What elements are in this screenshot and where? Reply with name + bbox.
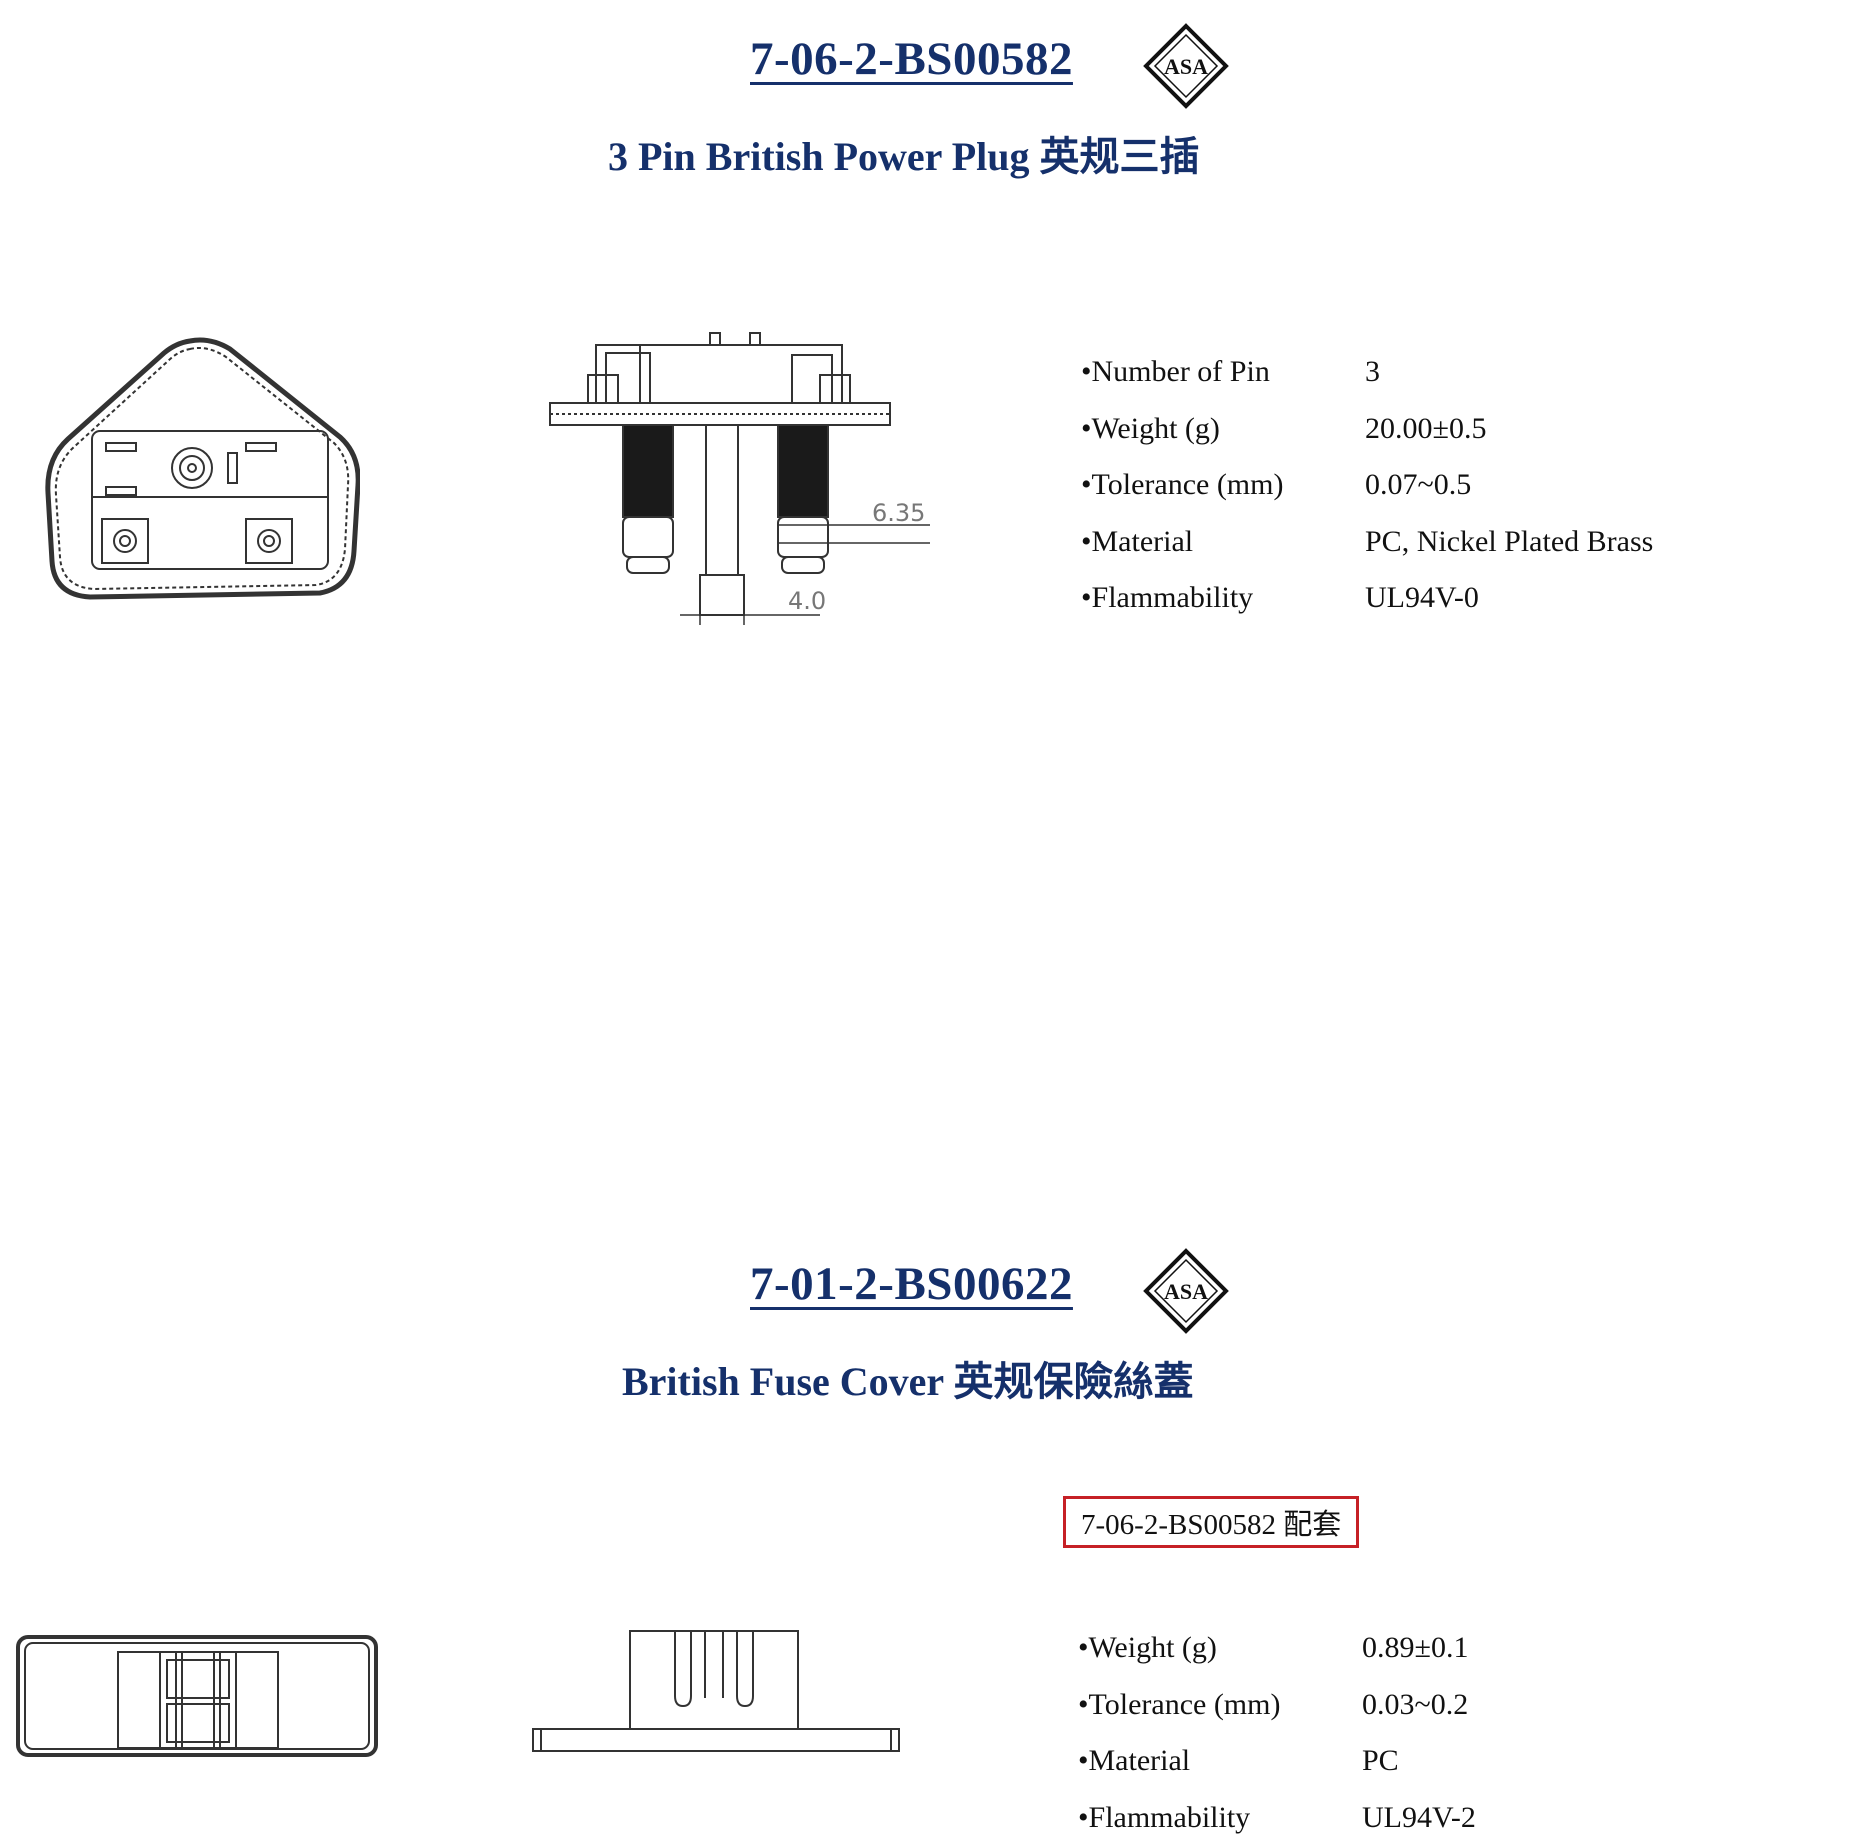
asa-logo-1: ASA <box>1143 23 1229 109</box>
plug-front-view-drawing <box>40 325 360 615</box>
spec-value: 0.03~0.2 <box>1362 1677 1468 1734</box>
spec-label: •Flammability <box>1078 1790 1250 1846</box>
spec-row: •Tolerance (mm) 0.07~0.5 <box>1081 457 1801 514</box>
spec-label: •Weight (g) <box>1081 401 1220 458</box>
spec-row: •Tolerance (mm) 0.03~0.2 <box>1078 1677 1798 1734</box>
svg-text:ASA: ASA <box>1164 1279 1208 1304</box>
spec-label: •Material <box>1081 514 1193 571</box>
spec-row: •Flammability UL94V-2 <box>1078 1790 1798 1846</box>
spec-label: •Tolerance (mm) <box>1078 1677 1280 1734</box>
fuse-cover-top-view-drawing <box>15 1632 385 1762</box>
svg-text:ASA: ASA <box>1164 54 1208 79</box>
dimension-4-0: 4.0 <box>788 587 826 615</box>
spec-value: PC <box>1362 1733 1399 1790</box>
spec-label: •Material <box>1078 1733 1190 1790</box>
spec-row: •Weight (g) 0.89±0.1 <box>1078 1620 1798 1677</box>
spec-label: •Tolerance (mm) <box>1081 457 1283 514</box>
compatibility-note: 7-06-2-BS00582 配套 <box>1063 1496 1359 1548</box>
spec-value: 0.89±0.1 <box>1362 1620 1468 1677</box>
fuse-cover-side-view-drawing <box>525 1628 905 1758</box>
spec-row: •Material PC, Nickel Plated Brass <box>1081 514 1801 571</box>
product-1-specs: •Number of Pin 3 •Weight (g) 20.00±0.5 •… <box>1081 344 1801 627</box>
spec-value: UL94V-0 <box>1365 570 1479 627</box>
product-1-title: 3 Pin British Power Plug 英规三插 <box>608 124 1199 182</box>
product-2-title: British Fuse Cover 英规保險絲蓋 <box>622 1349 1193 1407</box>
spec-value: PC, Nickel Plated Brass <box>1365 514 1653 571</box>
spec-label: •Number of Pin <box>1081 344 1270 401</box>
spec-value: UL94V-2 <box>1362 1790 1476 1846</box>
asa-logo-2: ASA <box>1143 1248 1229 1334</box>
spec-row: •Material PC <box>1078 1733 1798 1790</box>
spec-row: •Weight (g) 20.00±0.5 <box>1081 401 1801 458</box>
spec-value: 3 <box>1365 344 1380 401</box>
product-2-part-number: 7-01-2-BS00622 <box>750 1257 1073 1311</box>
dimension-6-35: 6.35 <box>872 499 925 527</box>
spec-row: •Number of Pin 3 <box>1081 344 1801 401</box>
spec-value: 20.00±0.5 <box>1365 401 1486 458</box>
plug-side-view-drawing: 6.35 4.0 <box>530 315 950 635</box>
spec-label: •Weight (g) <box>1078 1620 1217 1677</box>
product-2-specs: •Weight (g) 0.89±0.1 •Tolerance (mm) 0.0… <box>1078 1620 1798 1846</box>
spec-row: •Flammability UL94V-0 <box>1081 570 1801 627</box>
spec-label: •Flammability <box>1081 570 1253 627</box>
spec-value: 0.07~0.5 <box>1365 457 1471 514</box>
product-1-part-number: 7-06-2-BS00582 <box>750 32 1073 86</box>
